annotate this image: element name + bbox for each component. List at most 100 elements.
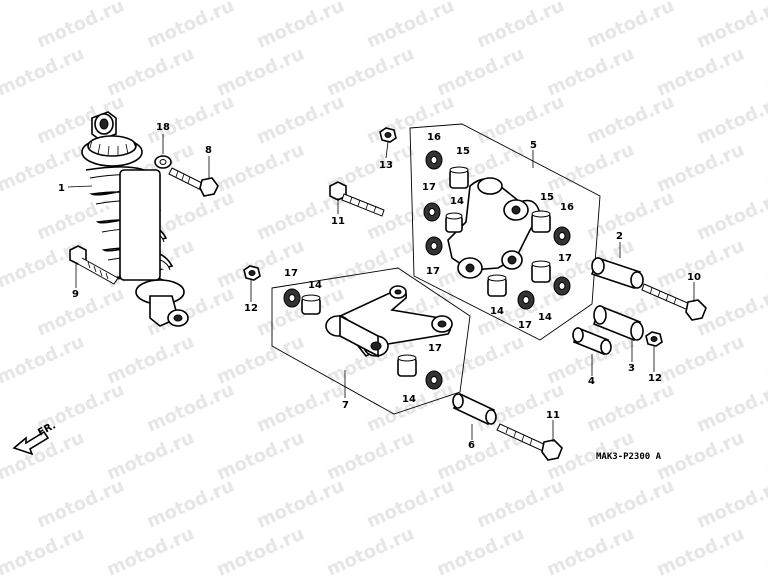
callout-17-link-left-bottom[interactable]: 17 bbox=[426, 266, 440, 277]
watermark-text: motod.ru bbox=[763, 523, 768, 576]
callout-17-arm-left[interactable]: 17 bbox=[284, 268, 298, 279]
bushing-14-link-bottom-right[interactable] bbox=[531, 260, 551, 283]
watermark-text: motod.ru bbox=[583, 187, 677, 244]
watermark-text: motod.ru bbox=[693, 91, 768, 148]
callout-8[interactable]: 8 bbox=[205, 145, 212, 156]
diagram-code: MAK3-P2300 A bbox=[596, 452, 662, 462]
callout-17-link-bottom[interactable]: 17 bbox=[518, 320, 532, 331]
callout-11-lower[interactable]: 11 bbox=[546, 410, 560, 421]
rear-shock-absorber[interactable] bbox=[81, 111, 189, 327]
watermark-text: motod.ru bbox=[0, 43, 87, 100]
bolt-9[interactable] bbox=[69, 245, 119, 285]
seal-17-link-left-bottom[interactable] bbox=[425, 236, 443, 256]
callout-12-right[interactable]: 12 bbox=[648, 373, 662, 384]
callout-14-arm-left[interactable]: 14 bbox=[308, 280, 322, 291]
seal-17-arm-left[interactable] bbox=[283, 288, 301, 308]
callout-16-link-right[interactable]: 16 bbox=[560, 202, 574, 213]
bushing-15-link-left[interactable] bbox=[449, 166, 469, 189]
seal-16-link-right[interactable] bbox=[553, 226, 571, 246]
bolt-11-lower[interactable] bbox=[496, 423, 563, 461]
callout-17-arm-right[interactable]: 17 bbox=[428, 343, 442, 354]
callout-3[interactable]: 3 bbox=[628, 363, 635, 374]
watermark-text: motod.ru bbox=[583, 0, 677, 53]
watermark-text: motod.ru bbox=[763, 43, 768, 100]
watermark-text: motod.ru bbox=[0, 235, 87, 292]
bushing-14-arm-right[interactable] bbox=[397, 354, 417, 377]
watermark-text: motod.ru bbox=[33, 0, 127, 53]
seal-17-link-right[interactable] bbox=[553, 276, 571, 296]
collar-2[interactable] bbox=[590, 256, 644, 290]
watermark-text: motod.ru bbox=[253, 0, 347, 53]
callout-1[interactable]: 1 bbox=[58, 183, 65, 194]
callout-11-upper[interactable]: 11 bbox=[331, 216, 345, 227]
callout-labels: 1 2 3 4 5 6 7 8 9 10 11 11 12 12 13 14 1… bbox=[58, 122, 701, 451]
nut-12-left[interactable] bbox=[243, 265, 261, 281]
watermark-text: motod.ru bbox=[0, 0, 87, 5]
callout-14-link-right[interactable]: 14 bbox=[538, 312, 552, 323]
callout-6[interactable]: 6 bbox=[468, 440, 475, 451]
watermark-text: motod.ru bbox=[143, 379, 237, 436]
watermark-text: motod.ru bbox=[0, 331, 87, 388]
callout-13[interactable]: 13 bbox=[379, 160, 393, 171]
callout-15-link-right[interactable]: 15 bbox=[540, 192, 554, 203]
callout-9[interactable]: 9 bbox=[72, 289, 79, 300]
bushing-14-link-left[interactable] bbox=[445, 212, 463, 233]
watermark-text: motod.ru bbox=[473, 475, 567, 532]
bolt-8[interactable] bbox=[168, 167, 219, 197]
callout-2[interactable]: 2 bbox=[616, 231, 623, 242]
watermark-text: motod.ru bbox=[763, 331, 768, 388]
callout-4[interactable]: 4 bbox=[588, 376, 595, 387]
watermark-text: motod.ru bbox=[143, 475, 237, 532]
bolt-10[interactable] bbox=[641, 283, 707, 321]
seal-16-link-upper-left[interactable] bbox=[425, 150, 443, 170]
bushing-14-arm-left[interactable] bbox=[301, 294, 321, 315]
watermark-text: motod.ru bbox=[363, 187, 457, 244]
watermark-text: motod.ru bbox=[363, 475, 457, 532]
bolt-11-upper[interactable] bbox=[329, 181, 385, 217]
leader-lines bbox=[67, 134, 695, 442]
watermark-text: motod.ru bbox=[763, 235, 768, 292]
collar-3[interactable] bbox=[593, 304, 644, 342]
callout-14-link-left[interactable]: 14 bbox=[450, 196, 464, 207]
washer-18[interactable] bbox=[154, 155, 172, 169]
callout-14-arm-right[interactable]: 14 bbox=[402, 394, 416, 405]
watermark-text: motod.ru bbox=[693, 475, 768, 532]
callout-17-link-right[interactable]: 17 bbox=[558, 253, 572, 264]
collar-6[interactable] bbox=[452, 392, 497, 426]
callout-5[interactable]: 5 bbox=[530, 140, 537, 151]
watermark-text: motod.ru bbox=[253, 91, 347, 148]
callout-10[interactable]: 10 bbox=[687, 272, 701, 283]
watermark-text: motod.ru bbox=[363, 379, 457, 436]
callout-7[interactable]: 7 bbox=[342, 400, 349, 411]
seal-17-arm-right[interactable] bbox=[425, 370, 443, 390]
callout-12-left[interactable]: 12 bbox=[244, 303, 258, 314]
nut-12-right[interactable] bbox=[645, 331, 663, 347]
link-assembly-box bbox=[409, 123, 601, 341]
watermark-text: motod.ru bbox=[583, 91, 677, 148]
watermark-text: motod.ru bbox=[693, 379, 768, 436]
callout-18[interactable]: 18 bbox=[156, 122, 170, 133]
watermark-text: motod.ru bbox=[363, 0, 457, 53]
cushion-link-5[interactable] bbox=[447, 177, 541, 279]
callout-17-link-left-top[interactable]: 17 bbox=[422, 182, 436, 193]
callout-15-link-left[interactable]: 15 bbox=[456, 146, 470, 157]
seal-17-link-left-top[interactable] bbox=[423, 202, 441, 222]
seal-17-link-bottom[interactable] bbox=[517, 290, 535, 310]
callout-16-link-left[interactable]: 16 bbox=[427, 132, 441, 143]
nut-13[interactable] bbox=[379, 127, 397, 143]
watermark-text: motod.ru bbox=[693, 0, 768, 53]
watermark-text: motod.ru bbox=[473, 0, 567, 53]
bushing-15-link-right[interactable] bbox=[531, 210, 551, 233]
watermark-text: motod.ru bbox=[583, 379, 677, 436]
watermark-text: motod.ru bbox=[33, 475, 127, 532]
watermark-text: motod.ru bbox=[143, 91, 237, 148]
collar-4[interactable] bbox=[572, 326, 612, 356]
watermark-text: motod.ru bbox=[0, 139, 87, 196]
watermark-text: motod.ru bbox=[763, 139, 768, 196]
watermark-text: motod.ru bbox=[33, 283, 127, 340]
callout-14-link-bottom[interactable]: 14 bbox=[490, 306, 504, 317]
bushing-14-link-bottom-left[interactable] bbox=[487, 274, 507, 297]
cushion-arm-7[interactable] bbox=[325, 285, 453, 358]
